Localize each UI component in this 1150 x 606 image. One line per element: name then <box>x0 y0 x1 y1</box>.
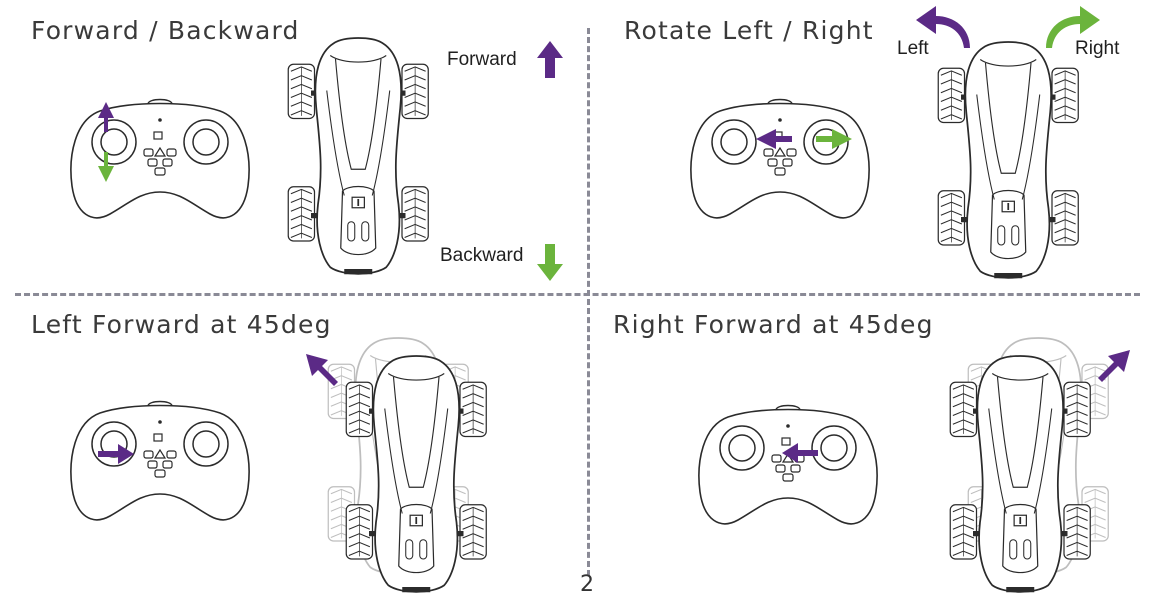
right-label: Right <box>1075 38 1120 59</box>
backward-label: Backward <box>440 245 524 266</box>
right-arrow-icon <box>98 444 134 464</box>
backward-arrow-icon <box>537 244 563 281</box>
controller-right-forward <box>698 404 878 525</box>
forward-backward-title: Forward / Backward <box>31 16 300 45</box>
down-arrow-icon <box>98 152 114 182</box>
forward-arrow-icon <box>537 41 563 78</box>
diagonal-up-right-arrow-icon <box>1098 350 1130 382</box>
left-arrow-icon <box>756 129 792 149</box>
vertical-divider <box>587 28 590 576</box>
controller-forward-backward <box>70 98 250 219</box>
car-left-forward <box>338 356 498 601</box>
horizontal-divider <box>15 293 1140 296</box>
right-forward-title: Right Forward at 45deg <box>613 310 934 339</box>
diagonal-up-left-arrow-icon <box>306 354 338 386</box>
page-number: 2 <box>580 572 594 597</box>
left-forward-title: Left Forward at 45deg <box>31 310 332 339</box>
rotate-title: Rotate Left / Right <box>624 16 874 45</box>
up-arrow-icon <box>98 102 114 132</box>
right-arrow-icon <box>816 129 852 149</box>
left-label: Left <box>897 38 929 59</box>
rotate-right-arrow-icon <box>1046 6 1100 48</box>
controller-left-forward <box>70 400 250 521</box>
car-right-forward <box>942 356 1102 601</box>
forward-label: Forward <box>447 49 517 70</box>
left-arrow-icon <box>782 443 818 463</box>
rotate-left-arrow-icon <box>916 6 970 48</box>
controller-rotate <box>690 98 870 219</box>
car-rotate <box>930 42 1090 287</box>
car-forward-backward <box>280 38 440 283</box>
